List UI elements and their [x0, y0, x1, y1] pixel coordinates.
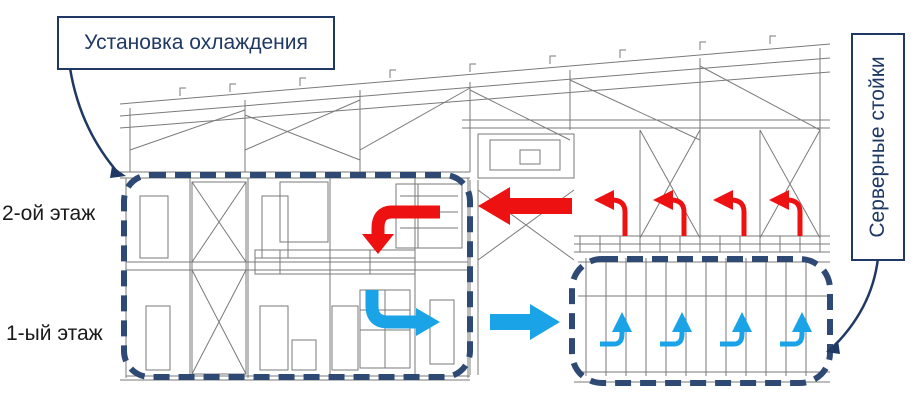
floor-2-label: 2-ой этаж — [2, 202, 96, 225]
red-arrow-icon — [371, 205, 440, 236]
red-arrow-icon — [769, 190, 803, 236]
red-arrow-icon — [478, 187, 572, 225]
red-arrow-icon — [362, 234, 394, 254]
server-racks-callout: Серверные стойки — [851, 33, 905, 261]
server-racks-zone-outline — [569, 256, 833, 386]
blue-arrow-icon — [660, 312, 692, 347]
cooling-leader-arrowhead — [110, 166, 126, 178]
blue-arrow-icon — [720, 312, 752, 347]
cooling-unit-zone-outline — [121, 172, 473, 380]
cold-air-flow — [365, 290, 812, 347]
blue-arrow-icon — [490, 304, 560, 340]
server-racks-label: Серверные стойки — [866, 56, 889, 238]
red-arrow-icon — [653, 190, 687, 236]
blue-arrow-icon — [365, 290, 418, 329]
blue-arrow-icon — [600, 312, 632, 347]
server-racks-leader-line — [829, 257, 880, 351]
floor-1-label: 1-ый этаж — [6, 322, 103, 345]
blue-arrow-icon — [780, 312, 812, 347]
cooling-unit-callout: Установка охлаждения — [57, 16, 335, 70]
red-arrow-icon — [713, 190, 747, 236]
hot-air-flow — [362, 187, 803, 254]
racks-leader-arrowhead — [826, 340, 840, 354]
blue-arrow-icon — [416, 308, 440, 336]
cooling-unit-leader-line — [68, 67, 121, 176]
red-arrow-icon — [594, 190, 628, 236]
cooling-unit-label: Установка охлаждения — [84, 31, 308, 54]
building-structure-drawing — [119, 35, 831, 383]
